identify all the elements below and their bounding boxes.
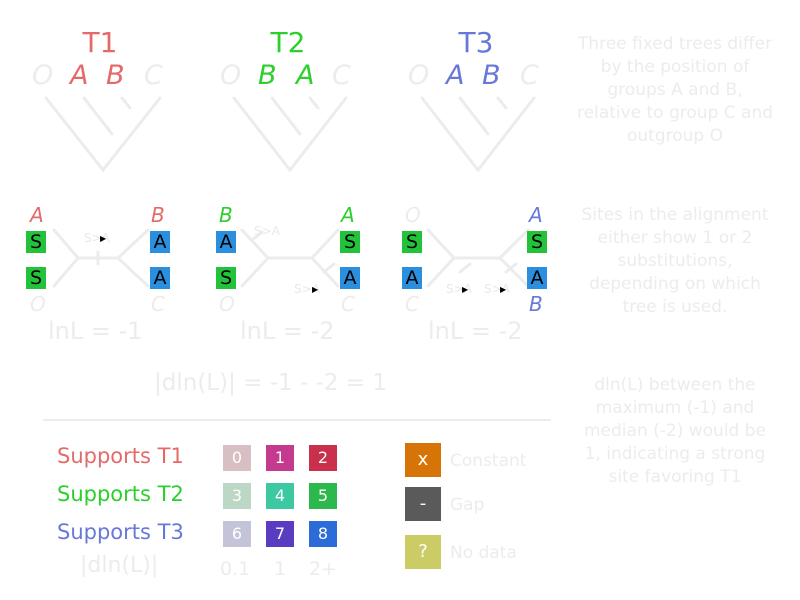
- substitution-label: S>A: [84, 231, 110, 245]
- constant-label: Constant: [450, 451, 527, 471]
- leaf-label: A: [70, 60, 89, 91]
- tree-t2-branch: [308, 96, 320, 110]
- tree-t2-branches: [232, 96, 348, 173]
- legend-swatch: 5: [309, 483, 337, 509]
- leaf-label: B: [258, 60, 277, 91]
- legend-axis-label: |dln(L)|: [80, 553, 159, 578]
- substitution-label: S>A: [294, 282, 320, 296]
- leaf-label: B: [482, 60, 501, 91]
- panel1-top-left-label: A: [30, 203, 44, 227]
- side-note-sites: Sites in the alignment either show 1 or …: [581, 205, 769, 317]
- substitution-label: S>A: [446, 282, 472, 296]
- panel1-top-right-label: B: [151, 203, 165, 227]
- substitution-arrow-icon: ▶: [500, 285, 507, 294]
- tree-t1-branch: [120, 96, 132, 110]
- panel2-lnl: lnL = -2: [240, 317, 335, 345]
- tree-t1-branch: [82, 96, 114, 136]
- leaf-label: C: [144, 60, 163, 91]
- site-residue: A: [216, 231, 236, 253]
- panel2-top-left-label: B: [219, 203, 233, 227]
- leaf-label: O: [32, 60, 54, 91]
- site-residue: S: [26, 231, 46, 253]
- legend-swatch: 0: [223, 445, 251, 471]
- panel1-bottom-left-label: O: [30, 292, 46, 316]
- substitution-arrow-icon: ▶: [312, 285, 319, 294]
- dln-equation: |dln(L)| = -1 - -2 = 1: [154, 370, 388, 396]
- tree-title-t3: T3: [458, 26, 494, 59]
- legend-tick: 0.1: [220, 558, 251, 580]
- panel2-bottom-right-label: C: [341, 292, 355, 316]
- tree-t3-branch: [458, 96, 490, 136]
- constant-swatch: x: [405, 443, 441, 477]
- legend-swatch: 6: [223, 521, 251, 547]
- legend-tick: 2+: [309, 558, 338, 580]
- panel3-top-right-label: A: [529, 203, 543, 227]
- tree-t3-branches: [420, 96, 536, 173]
- legend-label-t3: Supports T3: [57, 520, 184, 544]
- site-residue: A: [527, 267, 547, 289]
- panel3-bottom-right-label: B: [529, 292, 543, 316]
- panel1-branches: [115, 228, 150, 288]
- panel3-top-left-label: O: [405, 203, 421, 227]
- leaf-label: C: [332, 60, 351, 91]
- tree-t1-branches: [44, 96, 162, 173]
- site-residue: S: [527, 231, 547, 253]
- panel2-tick: [322, 262, 336, 274]
- tree-title-t1: T1: [82, 26, 118, 59]
- panel3-branches: [497, 228, 530, 288]
- panel3-tick: [504, 262, 518, 274]
- site-residue: A: [340, 267, 360, 289]
- leaf-label: O: [220, 60, 242, 91]
- panel2-branches: [309, 228, 340, 288]
- panel2-tick: [250, 230, 264, 242]
- tree-t2-branch: [270, 96, 302, 136]
- panel2-bottom-left-label: O: [219, 292, 235, 316]
- no-data-label: No data: [450, 543, 517, 563]
- panel3-lnl: lnL = -2: [428, 317, 523, 345]
- site-residue: S: [216, 267, 236, 289]
- panel1-lnl: lnL = -1: [48, 317, 143, 345]
- panel3-tick: [458, 262, 472, 274]
- panel2-top-right-label: A: [341, 203, 355, 227]
- site-residue: S: [402, 231, 422, 253]
- leaf-label: A: [446, 60, 465, 91]
- site-residue: A: [402, 267, 422, 289]
- legend-label-t2: Supports T2: [57, 482, 184, 506]
- leaf-label: B: [106, 60, 125, 91]
- legend-swatch: 8: [309, 521, 337, 547]
- substitution-label: S>A: [254, 224, 280, 238]
- leaf-label: A: [296, 60, 315, 91]
- site-residue: S: [340, 231, 360, 253]
- no-data-swatch: ?: [405, 535, 441, 569]
- leaf-label: C: [520, 60, 539, 91]
- panel3-branches: [426, 228, 457, 288]
- substitution-label: S>A: [484, 282, 510, 296]
- gap-label: Gap: [450, 495, 485, 515]
- site-residue: S: [26, 267, 46, 289]
- substitution-arrow-icon: ▶: [100, 234, 107, 243]
- legend-swatch: 2: [309, 445, 337, 471]
- substitution-arrow-icon: ▶: [462, 285, 469, 294]
- side-note-trees: Three fixed trees differ by the position…: [576, 34, 774, 146]
- panel1-bottom-right-label: C: [151, 292, 165, 316]
- legend-swatch: 3: [223, 483, 251, 509]
- legend-swatch: 4: [266, 483, 294, 509]
- legend-tick: 1: [274, 558, 287, 580]
- tree-t3-branch: [496, 96, 508, 110]
- site-residue: A: [150, 267, 170, 289]
- panel3-bottom-left-label: C: [405, 292, 419, 316]
- panel1-branches: [52, 228, 80, 288]
- gap-swatch: -: [405, 487, 441, 521]
- legend-swatch: 1: [266, 445, 294, 471]
- side-note-dln: dln(L) between the maximum (-1) and medi…: [584, 375, 766, 487]
- legend-swatch: 7: [266, 521, 294, 547]
- legend-label-t1: Supports T1: [57, 444, 184, 468]
- site-residue: A: [150, 231, 170, 253]
- tree-title-t2: T2: [270, 26, 306, 59]
- leaf-label: O: [408, 60, 430, 91]
